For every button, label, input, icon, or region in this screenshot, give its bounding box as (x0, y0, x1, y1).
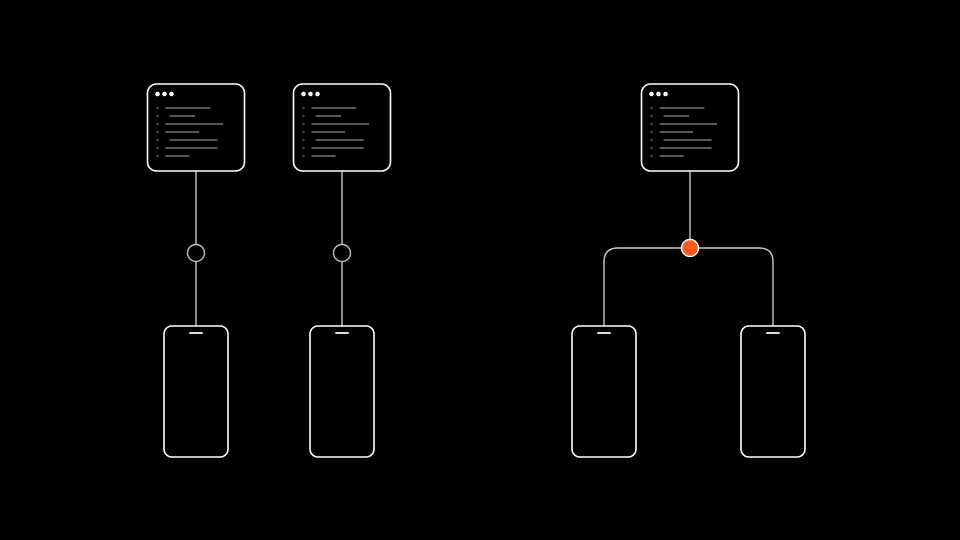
window-dot-2 (162, 91, 167, 97)
smartphone-icon (740, 325, 806, 458)
window-dot-3 (169, 91, 174, 97)
window-dot-1 (155, 91, 160, 97)
server-window (292, 83, 392, 172)
window-dot-1 (649, 91, 654, 97)
window-dot-2 (656, 91, 661, 97)
window-dot-3 (663, 91, 668, 97)
smartphone-icon (309, 325, 375, 458)
branch-connector-left (603, 247, 690, 326)
server-window (146, 83, 246, 172)
device-phone (571, 325, 637, 458)
code-window-icon (292, 83, 392, 172)
device-phone (740, 325, 806, 458)
device-phone (163, 325, 229, 458)
branch-connector-right (690, 247, 774, 326)
smartphone-icon (571, 325, 637, 458)
window-dot-1 (301, 91, 306, 97)
code-window-icon (640, 83, 740, 172)
window-dot-2 (308, 91, 313, 97)
connection-node-icon (186, 243, 206, 263)
connection-node-icon (332, 243, 352, 263)
window-dot-3 (315, 91, 320, 97)
smartphone-icon (163, 325, 229, 458)
code-window-icon (146, 83, 246, 172)
broadcast-node-icon (680, 238, 700, 258)
device-phone (309, 325, 375, 458)
server-window (640, 83, 740, 172)
